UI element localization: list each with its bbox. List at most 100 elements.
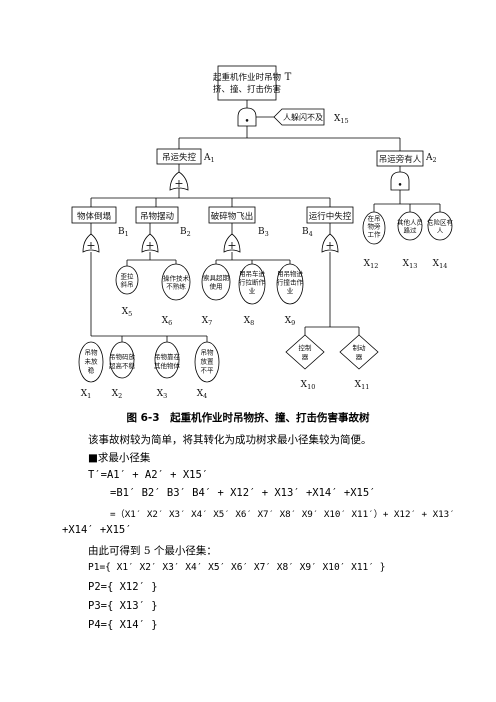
b1-event-text-3-line-2: 不平	[201, 366, 215, 374]
b2-or-gate	[141, 233, 159, 253]
b4-event-label-0: X10	[301, 380, 316, 391]
b3-text: 破碎物飞出	[211, 211, 254, 222]
b1-text: 物体倒塌	[77, 211, 111, 222]
x8-label: X8	[244, 316, 255, 327]
b2-box	[135, 206, 179, 224]
b1-event-text-3-line-0: 吊物	[201, 347, 215, 356]
b4-event-text-0-line-0: 控制	[299, 343, 313, 352]
top-and-gate	[237, 107, 257, 127]
b3-event-text-1-line-1: 行拉断作	[239, 277, 266, 286]
b1-event-text-0-line-2: 稳	[88, 365, 95, 374]
b2-event-text-1-line-0: 操作技术	[163, 273, 190, 282]
or-gate-plus: +	[227, 239, 236, 252]
b4-label: B4	[302, 227, 313, 238]
min-path-sets-intro: 由此可得到 5 个最小径集：	[88, 545, 217, 557]
path-set-p4: P4={ X14′ }	[88, 619, 158, 631]
right-event-text-2-line-1: 人	[437, 226, 444, 234]
equation-3b: +X14′ +X15′	[62, 524, 132, 536]
right-event-text-0-line-1: 物旁	[368, 221, 382, 230]
b3-event-text-2-line-2: 业	[287, 286, 294, 295]
b1-event-text-1-line-1: 超高不稳	[109, 361, 136, 370]
or-gate-plus: +	[325, 239, 334, 252]
b2-event-text-1-line-1: 不熟练	[166, 281, 186, 290]
b2-event-text-0-line-0: 歪拉	[121, 271, 135, 280]
a2-label: A2	[425, 153, 437, 164]
x10-undeveloped-event	[285, 334, 325, 370]
equation-2: =B1′ B2′ B3′ B4′ + X12′ + X13′ +X14′ +X1…	[110, 487, 376, 499]
right-event-label-1: X13	[403, 259, 418, 270]
x12-event	[362, 211, 386, 245]
and-gate-dot: •	[397, 181, 402, 191]
fault-tree-diagram: • • + + + + + 起重机作业时吊物挤、撞、打击伤害 T 人躲闪不及 X15 吊…	[71, 65, 454, 400]
x5-event	[115, 265, 139, 295]
path-set-p1: P1={ X1′ X2′ X3′ X4′ X5′ X6′ X7′ X8′ X9′…	[88, 562, 386, 573]
b3-event-text-0-line-0: 索具超期	[203, 273, 230, 282]
b1-label: B1	[118, 227, 129, 238]
x5-label: X5	[122, 307, 133, 318]
b1-event-text-1-line-0: 吊物码放	[109, 352, 136, 361]
path-set-p2: P2={ X12′ }	[88, 581, 158, 593]
b2-label: B2	[180, 227, 191, 238]
b1-event-text-3-line-1: 放置	[201, 356, 215, 365]
right-event-label-2: X14	[433, 259, 448, 270]
x11-undeveloped-event	[339, 334, 379, 370]
x7-event	[201, 263, 231, 301]
x14-event	[427, 211, 453, 241]
right-event-text-0-line-2: 工作	[368, 229, 382, 238]
equation-1: T′=A1′ + A2′ + X15′	[88, 469, 209, 481]
top-event-text-line-1: 挤、撞、打击伤害	[213, 84, 281, 95]
a1-label: A1	[203, 153, 215, 164]
b3-label: B3	[258, 227, 269, 238]
b2-event-text-0-line-1: 斜吊	[121, 279, 134, 288]
b2-text: 吊物摆动	[140, 211, 175, 222]
b3-event-text-1-line-0: 用吊车进	[239, 269, 266, 278]
or-gate-plus: +	[174, 177, 183, 190]
top-event-label: T	[285, 72, 292, 83]
b1-event-label-1: X2	[112, 389, 123, 400]
b3-event-text-2-line-0: 用吊物进	[277, 269, 304, 278]
or-gate-plus: +	[145, 239, 154, 252]
side-event-text: 人躲闪不及	[283, 112, 323, 122]
x2-event	[109, 341, 135, 379]
right-event-text-0-line-0: 在吊	[368, 213, 381, 222]
b3-or-gate	[223, 233, 241, 253]
right-event-text-1-line-1: 路过	[404, 225, 418, 234]
b4-event-label-1: X11	[355, 380, 370, 391]
b4-event-text-1-line-0: 制动	[353, 343, 367, 352]
intro-sentence: 该事故树较为简单，将其转化为成功树求最小径集较为简便。	[88, 434, 372, 446]
b1-event-text-0-line-1: 未放	[85, 356, 99, 365]
equation-3a: =（X1′ X2′ X3′ X4′ X5′ X6′ X7′ X8′ X9′ X1…	[110, 509, 455, 520]
b1-event-label-3: X4	[197, 389, 208, 400]
x6-label: X6	[162, 316, 173, 327]
b4-text: 运行中失控	[309, 211, 352, 222]
b3-event-text-2-line-1: 行撞击作	[277, 277, 304, 286]
and-gate-dot: •	[244, 117, 249, 127]
a2-text: 吊运旁有人	[379, 154, 422, 165]
x13-event	[397, 211, 423, 241]
side-event-label: X15	[334, 114, 349, 125]
x9-event	[276, 263, 304, 305]
top-event-text-line-0: 起重机作业时吊物	[213, 72, 282, 83]
x7-label: X7	[202, 316, 213, 327]
b4-event-text-1-line-1: 器	[356, 353, 363, 361]
b3-event-text-0-line-1: 使用	[210, 282, 223, 291]
b4-event-text-0-line-1: 器	[302, 353, 309, 361]
x8-event	[238, 263, 266, 305]
b1-box	[71, 206, 117, 224]
or-gate-plus: +	[86, 239, 95, 252]
b1-event-label-0: X1	[81, 389, 92, 400]
a2-and-gate	[390, 171, 410, 191]
b1-or-gate	[82, 233, 100, 253]
x4-event	[194, 341, 220, 383]
b3-event-text-1-line-2: 业	[249, 286, 256, 295]
section-heading: ■求最小径集	[88, 452, 151, 464]
a1-text: 吊运失控	[162, 152, 197, 163]
right-event-text-1-line-0: 其他人员	[397, 217, 424, 226]
path-set-p3: P3={ X13′ }	[88, 600, 158, 612]
right-event-text-2-line-0: 危险区有	[427, 217, 454, 226]
figure-caption: 图 6-3 起重机作业时吊物挤、撞、打击伤害事故树	[126, 412, 370, 424]
b1-event-text-2-line-1: 其他物体	[154, 361, 181, 370]
b4-or-gate	[321, 233, 339, 253]
x6-event	[161, 263, 191, 301]
x3-event	[154, 341, 180, 379]
